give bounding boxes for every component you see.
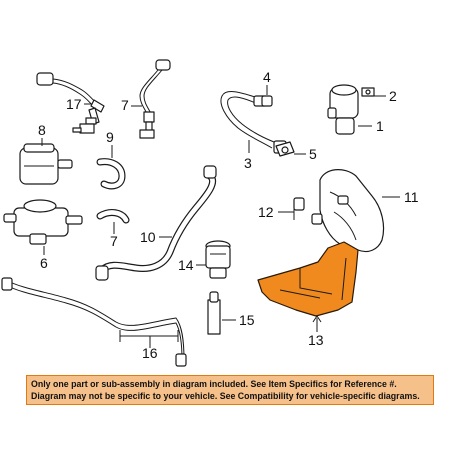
callout-9: 9 — [106, 129, 114, 158]
callout-5: 5 — [294, 146, 317, 162]
part-15-bracket — [207, 291, 221, 335]
part-6-valve — [3, 199, 83, 245]
part-1-egr-valve — [327, 84, 359, 135]
callout-14: 14 — [178, 257, 206, 273]
svg-text:3: 3 — [244, 155, 252, 171]
svg-text:11: 11 — [404, 189, 419, 205]
callout-7-top: 7 — [121, 97, 142, 113]
svg-text:16: 16 — [142, 345, 158, 361]
svg-text:7: 7 — [110, 233, 118, 249]
callout-4: 4 — [263, 69, 271, 95]
part-10-vacuum-hose — [95, 165, 217, 281]
part-12-clips — [293, 197, 323, 225]
svg-text:13: 13 — [308, 332, 324, 348]
part-3-egr-tube — [220, 91, 287, 154]
callout-15: 15 — [222, 312, 255, 328]
disclaimer-line-2: Diagram may not be specific to your vehi… — [31, 391, 420, 401]
part-2-gasket — [361, 87, 375, 97]
part-8-filter-canister — [19, 143, 73, 185]
svg-text:14: 14 — [178, 257, 194, 273]
callout-10: 10 — [140, 229, 172, 245]
callout-11: 11 — [382, 189, 419, 205]
part-16-fuel-line — [1, 277, 187, 367]
callout-16: 16 — [119, 330, 179, 361]
part-17-oxygen-sensor — [36, 72, 105, 134]
disclaimer-line-1: Only one part or sub-assembly in diagram… — [31, 379, 397, 389]
part-5-gasket — [275, 141, 295, 157]
callout-17: 17 — [66, 96, 92, 112]
callout-7: 7 — [110, 222, 118, 249]
svg-text:9: 9 — [106, 129, 114, 145]
part-7-small-hose — [96, 209, 130, 224]
part-4-bolt — [261, 95, 273, 107]
svg-text:8: 8 — [38, 122, 46, 138]
part-14-solenoid — [205, 240, 231, 279]
part-oxygen-sensor-2 — [139, 59, 171, 139]
svg-text:17: 17 — [66, 96, 82, 112]
svg-text:10: 10 — [140, 229, 156, 245]
svg-text:1: 1 — [376, 118, 384, 134]
part-13-heat-shield — [257, 241, 359, 317]
svg-text:7: 7 — [121, 97, 129, 113]
callout-12: 12 — [258, 204, 295, 220]
svg-text:6: 6 — [40, 255, 48, 271]
svg-text:5: 5 — [309, 146, 317, 162]
callout-6: 6 — [40, 246, 48, 271]
svg-text:4: 4 — [263, 69, 271, 85]
callout-2: 2 — [374, 88, 397, 104]
callout-8: 8 — [38, 122, 46, 146]
svg-text:15: 15 — [239, 312, 255, 328]
callout-1: 1 — [358, 118, 384, 134]
part-11-cover — [319, 169, 385, 253]
part-9-hose — [96, 158, 126, 190]
svg-text:2: 2 — [389, 88, 397, 104]
callout-13: 13 — [308, 315, 324, 348]
disclaimer-banner: Only one part or sub-assembly in diagram… — [26, 375, 434, 405]
svg-text:12: 12 — [258, 204, 274, 220]
callout-3: 3 — [244, 140, 252, 171]
